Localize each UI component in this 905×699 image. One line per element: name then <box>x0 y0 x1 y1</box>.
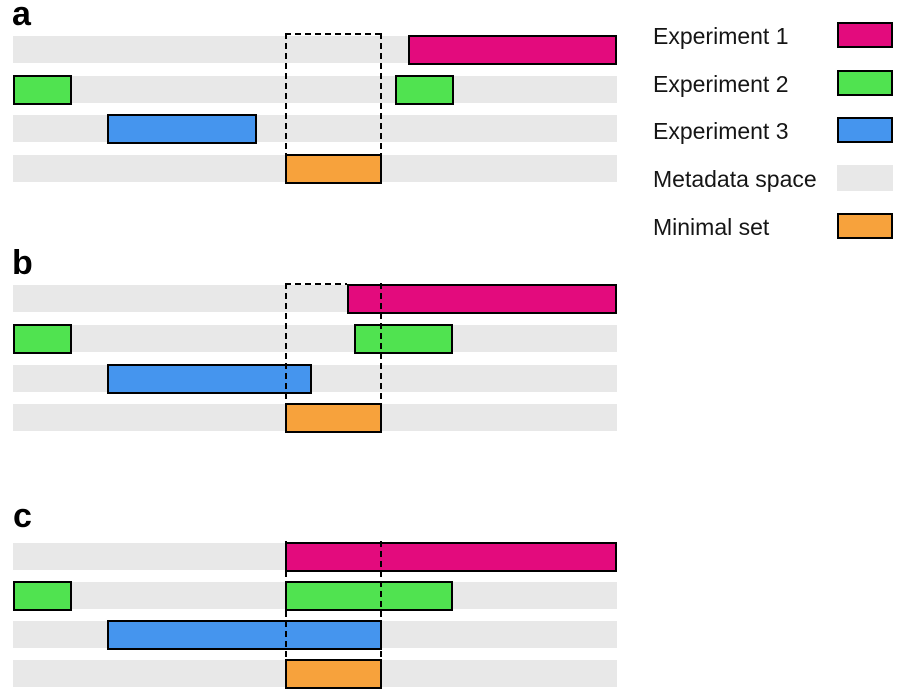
legend-label-minimal-set: Minimal set <box>653 214 770 240</box>
dashed-guide-top <box>285 283 347 285</box>
legend-swatch-minimal-set <box>837 213 893 239</box>
panel-label-c: c <box>13 497 32 535</box>
panel-label-b: b <box>12 244 33 282</box>
legend-swatch-experiment-1 <box>837 22 893 48</box>
dashed-guide-right <box>380 283 382 403</box>
experiment-2-bar <box>285 580 453 611</box>
metadata-space-track <box>13 76 617 103</box>
legend-swatch-metadata-space <box>837 165 893 191</box>
experiment-1-bar <box>408 34 617 65</box>
dashed-guide-top <box>285 33 382 35</box>
experiment-2-bar <box>354 323 453 354</box>
metadata-space-track <box>13 365 617 392</box>
minimal-set-bar <box>285 402 382 433</box>
experiment-2-bar <box>13 580 72 611</box>
experiment-2-bar <box>395 74 454 105</box>
experiment-1-bar <box>347 283 617 314</box>
dashed-guide-right <box>380 541 382 659</box>
experiment-3-bar <box>107 113 257 144</box>
legend-swatch-experiment-2 <box>837 70 893 96</box>
experiment-3-bar <box>107 619 382 650</box>
panel-label-a: a <box>12 0 31 33</box>
legend-label-experiment-2: Experiment 2 <box>653 71 789 97</box>
dashed-guide-left <box>285 541 287 659</box>
dashed-guide-left <box>285 283 287 403</box>
experiment-2-bar <box>13 323 72 354</box>
legend-label-metadata-space: Metadata space <box>653 166 817 192</box>
legend-swatch-experiment-3 <box>837 117 893 143</box>
metadata-space-track <box>13 325 617 352</box>
experiment-2-bar <box>13 74 72 105</box>
metadata-space-track <box>13 115 617 142</box>
legend-label-experiment-1: Experiment 1 <box>653 23 789 49</box>
experiment-3-bar <box>107 363 312 394</box>
dashed-guide-right <box>380 33 382 154</box>
minimal-set-bar <box>285 153 382 184</box>
dashed-guide-left <box>285 33 287 154</box>
legend-label-experiment-3: Experiment 3 <box>653 118 789 144</box>
experiment-1-bar <box>285 541 617 572</box>
minimal-set-bar <box>285 658 382 689</box>
